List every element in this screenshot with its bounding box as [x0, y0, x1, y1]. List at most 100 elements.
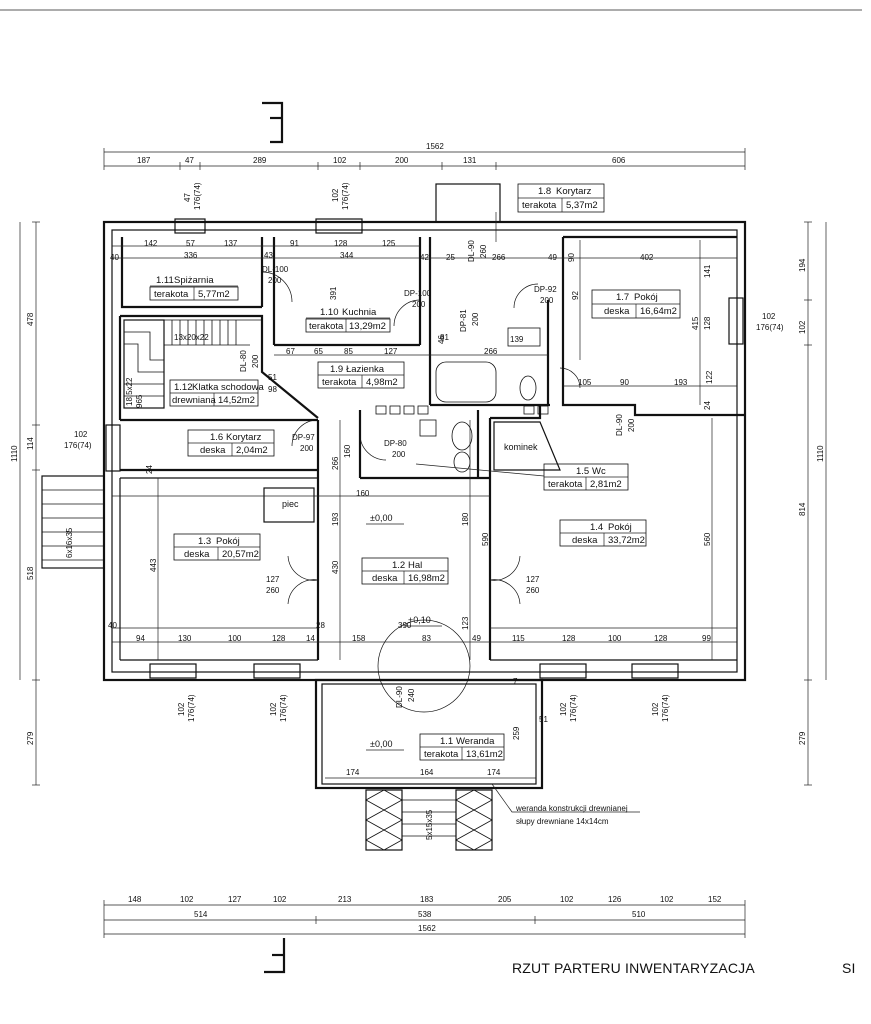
svg-text:42: 42 [420, 253, 429, 262]
svg-text:127: 127 [384, 347, 398, 356]
svg-text:40: 40 [110, 253, 119, 262]
svg-text:1.2: 1.2 [392, 560, 405, 571]
svg-text:266: 266 [331, 456, 340, 470]
svg-text:DP-80: DP-80 [384, 439, 407, 448]
svg-text:2,81m2: 2,81m2 [590, 479, 622, 490]
dim-right: 194 [798, 258, 807, 272]
svg-text:33,72m2: 33,72m2 [608, 535, 645, 546]
svg-text:DL-90: DL-90 [395, 686, 404, 708]
svg-text:49: 49 [472, 634, 481, 643]
svg-text:terakota: terakota [322, 377, 357, 388]
svg-text:402: 402 [640, 253, 654, 262]
svg-text:1.8: 1.8 [538, 186, 551, 197]
svg-text:105: 105 [578, 378, 592, 387]
window-width: 102 [331, 188, 340, 202]
svg-text:Spiżarnia: Spiżarnia [174, 275, 214, 286]
window-height: 176(74) [756, 323, 784, 332]
svg-text:266: 266 [492, 253, 506, 262]
svg-text:51: 51 [268, 373, 277, 382]
dim-bottom-group: 510 [632, 910, 646, 919]
porch-dim: 174 [346, 768, 360, 777]
svg-text:127: 127 [266, 575, 280, 584]
svg-text:drewniana: drewniana [172, 395, 217, 406]
dim-bottom-group: 514 [194, 910, 208, 919]
svg-text:DL-80: DL-80 [239, 350, 248, 372]
svg-text:5,37m2: 5,37m2 [566, 200, 598, 211]
svg-text:Korytarz: Korytarz [226, 432, 262, 443]
room-label-1-12: 1.12 Klatka schodowa drewniana 14,52m2 [169, 379, 265, 407]
dim-top-seg: 102 [333, 156, 347, 165]
room-label-1-5: 1.5 Wc terakota 2,81m2 [415, 463, 629, 491]
svg-text:158: 158 [352, 634, 366, 643]
dim-left-total: 1110 [10, 445, 19, 462]
dim-bottom-seg: 148 [128, 895, 142, 904]
svg-text:1.1: 1.1 [440, 736, 453, 747]
svg-text:415: 415 [691, 316, 700, 330]
svg-text:deska: deska [200, 445, 226, 456]
svg-text:193: 193 [331, 512, 340, 526]
dimension-chain-bottom: 148 102 127 102 213 183 205 102 126 102 … [103, 895, 746, 938]
door-swings [261, 271, 581, 713]
dim-top-seg: 131 [463, 156, 477, 165]
stove-label: piec [282, 499, 299, 509]
veranda-note-line-1: weranda konstrukcji drewnianej [515, 804, 628, 813]
svg-text:46: 46 [437, 335, 446, 344]
svg-text:DL-90: DL-90 [467, 240, 476, 262]
svg-text:180: 180 [461, 512, 470, 526]
dim-bottom-seg: 102 [660, 895, 674, 904]
stairs-side-label: 18,5x22 [125, 377, 134, 406]
stairs-main-label: 13x20x22 [174, 333, 209, 342]
room-label-1-9: 1.9 Łazienka terakota 4,98m2 [317, 361, 405, 389]
svg-text:122: 122 [705, 370, 714, 384]
svg-text:142: 142 [144, 239, 158, 248]
interior-dimensions [112, 240, 737, 660]
window-width: 102 [74, 430, 88, 439]
fireplace [493, 421, 561, 471]
porch-dim: 164 [420, 768, 434, 777]
svg-text:90: 90 [620, 378, 629, 387]
bathroom-fixtures [419, 327, 541, 473]
svg-text:40: 40 [108, 621, 117, 630]
svg-text:100: 100 [228, 634, 242, 643]
dim-left: 478 [26, 312, 35, 326]
dim-top-seg: 606 [612, 156, 626, 165]
svg-text:83: 83 [422, 634, 431, 643]
room-label-1-4: 1.4 Pokój deska 33,72m2 [559, 519, 647, 547]
stairs-porch-label: 5x15x35 [425, 809, 434, 840]
svg-text:DP-81: DP-81 [459, 309, 468, 332]
svg-text:DP-97: DP-97 [292, 433, 315, 442]
svg-text:240: 240 [407, 688, 416, 702]
svg-text:16,98m2: 16,98m2 [408, 573, 445, 584]
svg-text:139: 139 [510, 335, 524, 344]
window-height: 176(74) [64, 441, 92, 450]
section-marker-bottom [264, 938, 286, 974]
dim-bottom-seg: 152 [708, 895, 722, 904]
section-marker-top [262, 101, 284, 144]
svg-text:14,52m2: 14,52m2 [218, 395, 255, 406]
svg-text:terakota: terakota [424, 749, 459, 760]
dim-right-total: 1110 [816, 445, 825, 462]
svg-text:100: 100 [608, 634, 622, 643]
door-labels: DL-100 200 DP-100 200 DP-92 200 DL-90 26… [239, 240, 636, 708]
svg-text:1.10: 1.10 [320, 307, 339, 318]
svg-text:193: 193 [674, 378, 688, 387]
svg-text:Hal: Hal [408, 560, 422, 571]
svg-text:260: 260 [526, 586, 540, 595]
svg-text:92: 92 [571, 291, 580, 300]
drawing-title-suffix: SI [842, 960, 856, 976]
svg-text:1.11: 1.11 [156, 275, 174, 286]
svg-text:Kuchnia: Kuchnia [342, 307, 377, 318]
svg-text:DP-92: DP-92 [534, 285, 557, 294]
svg-text:1.7: 1.7 [616, 292, 629, 303]
dim-bottom-seg: 127 [228, 895, 242, 904]
room-label-1-1: 1.1 Weranda terakota 13,61m2 [419, 733, 505, 761]
svg-text:200: 200 [300, 444, 314, 453]
svg-text:deska: deska [372, 573, 398, 584]
level-marks: ±0,00 +0,10 ±0,00 [366, 513, 442, 751]
svg-text:128: 128 [562, 634, 576, 643]
svg-text:590: 590 [481, 532, 490, 546]
svg-text:deska: deska [572, 535, 598, 546]
svg-text:90: 90 [567, 253, 576, 262]
svg-text:terakota: terakota [522, 200, 557, 211]
